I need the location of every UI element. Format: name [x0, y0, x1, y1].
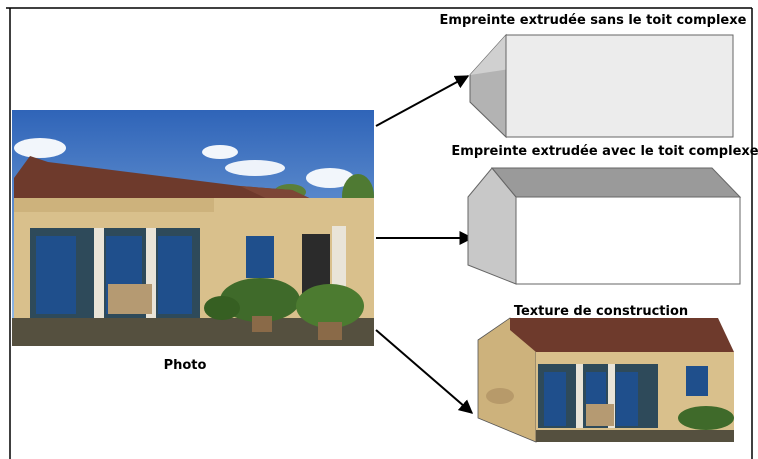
label-extruded-with-roof: Empreinte extrudée avec le toit complexe — [451, 144, 758, 159]
extruded-box-with-roof — [467, 167, 742, 285]
extruded-box-no-roof — [469, 33, 734, 139]
label-extruded-no-roof: Empreinte extrudée sans le toit complexe — [440, 13, 747, 28]
textured-building — [477, 317, 734, 443]
arrow-to-bottom — [375, 329, 474, 414]
arrow-to-top — [375, 75, 470, 127]
label-photo: Photo — [164, 358, 207, 373]
house-photo — [12, 110, 374, 346]
label-texture: Texture de construction — [514, 304, 688, 319]
